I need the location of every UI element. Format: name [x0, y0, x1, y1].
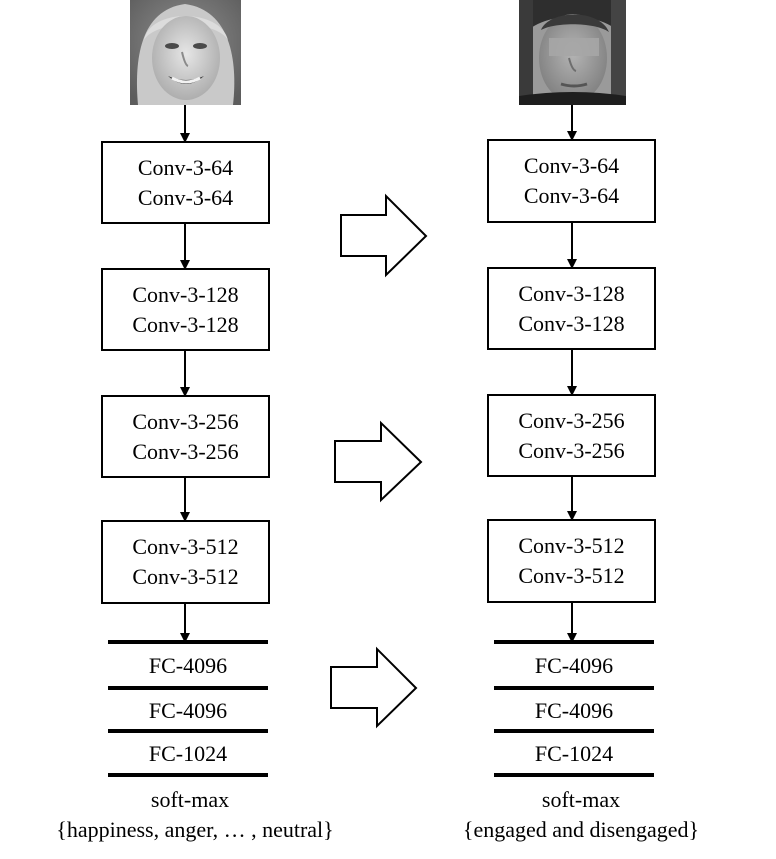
left-conv-block-2: Conv-3-128 Conv-3-128	[101, 268, 270, 351]
transfer-arrow-conv	[340, 193, 428, 278]
conv-layer-label: Conv-3-64	[523, 183, 620, 208]
left-fc-layer-1: FC-4096	[148, 653, 228, 678]
left-conv-block-4: Conv-3-512 Conv-3-512	[101, 520, 270, 604]
left-fc-layer-2: FC-4096	[148, 698, 228, 723]
right-fc-layer-3: FC-1024	[534, 741, 614, 766]
right-fc-layer-1: FC-4096	[534, 653, 614, 678]
conv-layer-label: Conv-3-64	[523, 153, 620, 178]
conv-layer-label: Conv-3-64	[137, 184, 234, 210]
left-conv-block-1: Conv-3-64 Conv-3-64	[101, 141, 270, 224]
right-conv-block-1: Conv-3-64 Conv-3-64	[487, 139, 656, 223]
right-output-classes: {engaged and disengaged}	[462, 817, 700, 842]
conv-layer-label: Conv-3-128	[132, 311, 239, 337]
left-conv-block-3: Conv-3-256 Conv-3-256	[101, 395, 270, 478]
right-conv-block-3: Conv-3-256 Conv-3-256	[487, 394, 656, 477]
conv-layer-label: Conv-3-512	[132, 534, 239, 559]
conv-layer-label: Conv-3-256	[132, 408, 239, 434]
left-output-classes: {happiness, anger, … , neutral}	[56, 817, 334, 842]
conv-layer-label: Conv-3-256	[132, 438, 239, 464]
right-input-face-image	[519, 0, 626, 105]
conv-layer-label: Conv-3-512	[518, 563, 625, 588]
conv-layer-label: Conv-3-128	[518, 310, 625, 336]
right-softmax-label: soft-max	[541, 787, 621, 812]
conv-layer-label: Conv-3-256	[518, 437, 625, 463]
conv-layer-label: Conv-3-256	[518, 407, 625, 433]
conv-layer-label: Conv-3-64	[137, 154, 234, 180]
conv-layer-label: Conv-3-512	[132, 564, 239, 589]
right-conv-block-4: Conv-3-512 Conv-3-512	[487, 519, 656, 603]
conv-layer-label: Conv-3-128	[518, 280, 625, 306]
right-conv-block-2: Conv-3-128 Conv-3-128	[487, 267, 656, 350]
conv-layer-label: Conv-3-128	[132, 281, 239, 307]
conv-layer-label: Conv-3-512	[518, 533, 625, 558]
left-fc-layer-3: FC-1024	[148, 741, 228, 766]
left-softmax-label: soft-max	[150, 787, 230, 812]
transfer-arrow-fc	[330, 646, 418, 729]
right-fc-layer-2: FC-4096	[534, 698, 614, 723]
left-input-face-image	[130, 0, 241, 105]
transfer-arrow-conv-deep	[334, 420, 423, 503]
